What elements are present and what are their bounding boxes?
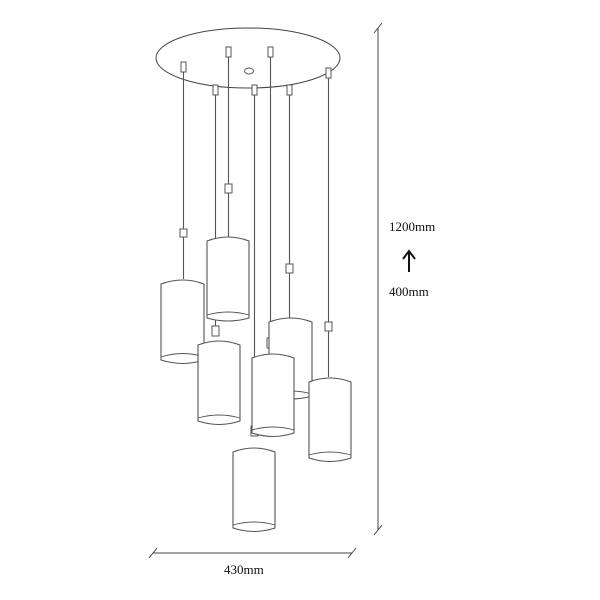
- lamp-shade-2: [197, 340, 241, 426]
- lamp-shades: [160, 236, 352, 533]
- pendant-cord-7: [324, 67, 333, 377]
- canopy-center-mount: [244, 67, 254, 75]
- pendant-cord-5: [266, 46, 275, 349]
- pendant-cord-1: [179, 61, 188, 279]
- width-dimension: [148, 547, 357, 559]
- lamp-shade-3: [206, 236, 250, 322]
- width-label: 430mm: [224, 562, 264, 577]
- arrow-up-icon: [402, 249, 416, 272]
- pendant-cord-3: [224, 46, 233, 237]
- lamp-shade-4: [232, 447, 276, 533]
- height-min-label: 400mm: [389, 284, 429, 299]
- height-dimension: [373, 22, 383, 536]
- ceiling-canopy: [155, 27, 341, 89]
- height-max-label: 1200mm: [389, 219, 435, 234]
- lamp-shade-5: [251, 353, 295, 438]
- pendant-cord-6: [285, 84, 294, 318]
- lamp-shade-7: [308, 377, 352, 463]
